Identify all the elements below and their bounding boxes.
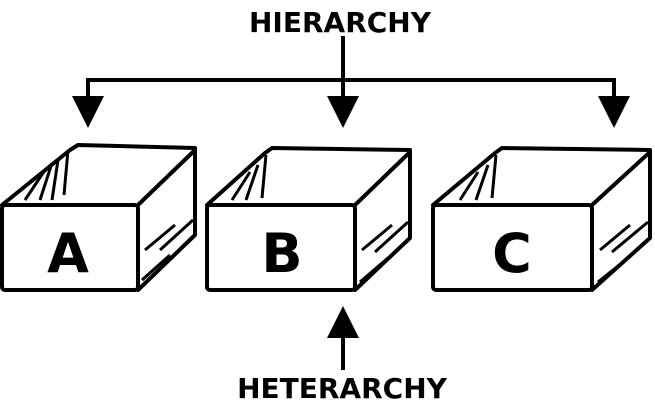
hierarchy-arrows (72, 36, 630, 370)
box-b-label: B (261, 222, 302, 285)
box-c-label: C (492, 222, 532, 285)
box-a-label: A (47, 222, 89, 285)
box-a: A (0, 143, 197, 292)
box-b: B (205, 146, 412, 292)
heterarchy-label: HETERARCHY (237, 372, 448, 405)
box-c: C (431, 146, 652, 292)
hierarchy-label: HIERARCHY (249, 6, 432, 39)
